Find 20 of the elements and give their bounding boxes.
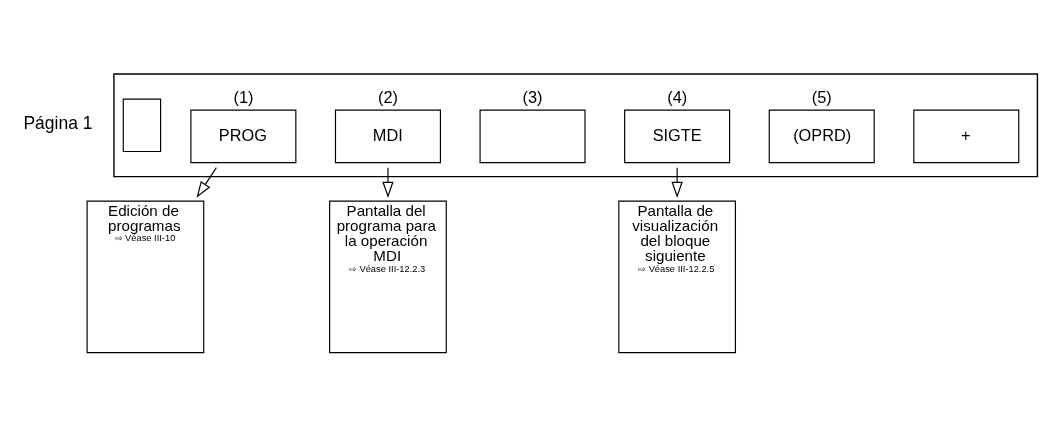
node-box: SIGTE — [624, 109, 731, 163]
node-box: Edición de programas ⇨ Véase III-10 — [86, 200, 205, 353]
node-label: (3) — [522, 87, 543, 106]
node-box: MDI — [334, 109, 441, 163]
cluster — [113, 72, 1039, 177]
node-box: PROG — [190, 109, 297, 163]
node-box: Pantalla de visualización del bloque siguiente ⇨ Véase III-12.2.5 — [618, 200, 736, 353]
node-box — [479, 109, 586, 163]
node-label: Página 1 — [23, 112, 93, 133]
node-box — [122, 97, 162, 152]
node-box: (OPRD) — [768, 109, 875, 163]
node-box: Pantalla del programa para la operación MDI ⇨ Véase III-12.2.3 — [329, 200, 447, 353]
node-label: (5) — [811, 87, 832, 106]
node-label: (2) — [378, 87, 398, 106]
arrow — [382, 166, 394, 198]
node-label: (4) — [667, 87, 688, 106]
arrow — [671, 166, 683, 198]
node-box: + — [913, 109, 1020, 163]
arrow — [196, 166, 217, 198]
node-label: (1) — [233, 87, 254, 106]
